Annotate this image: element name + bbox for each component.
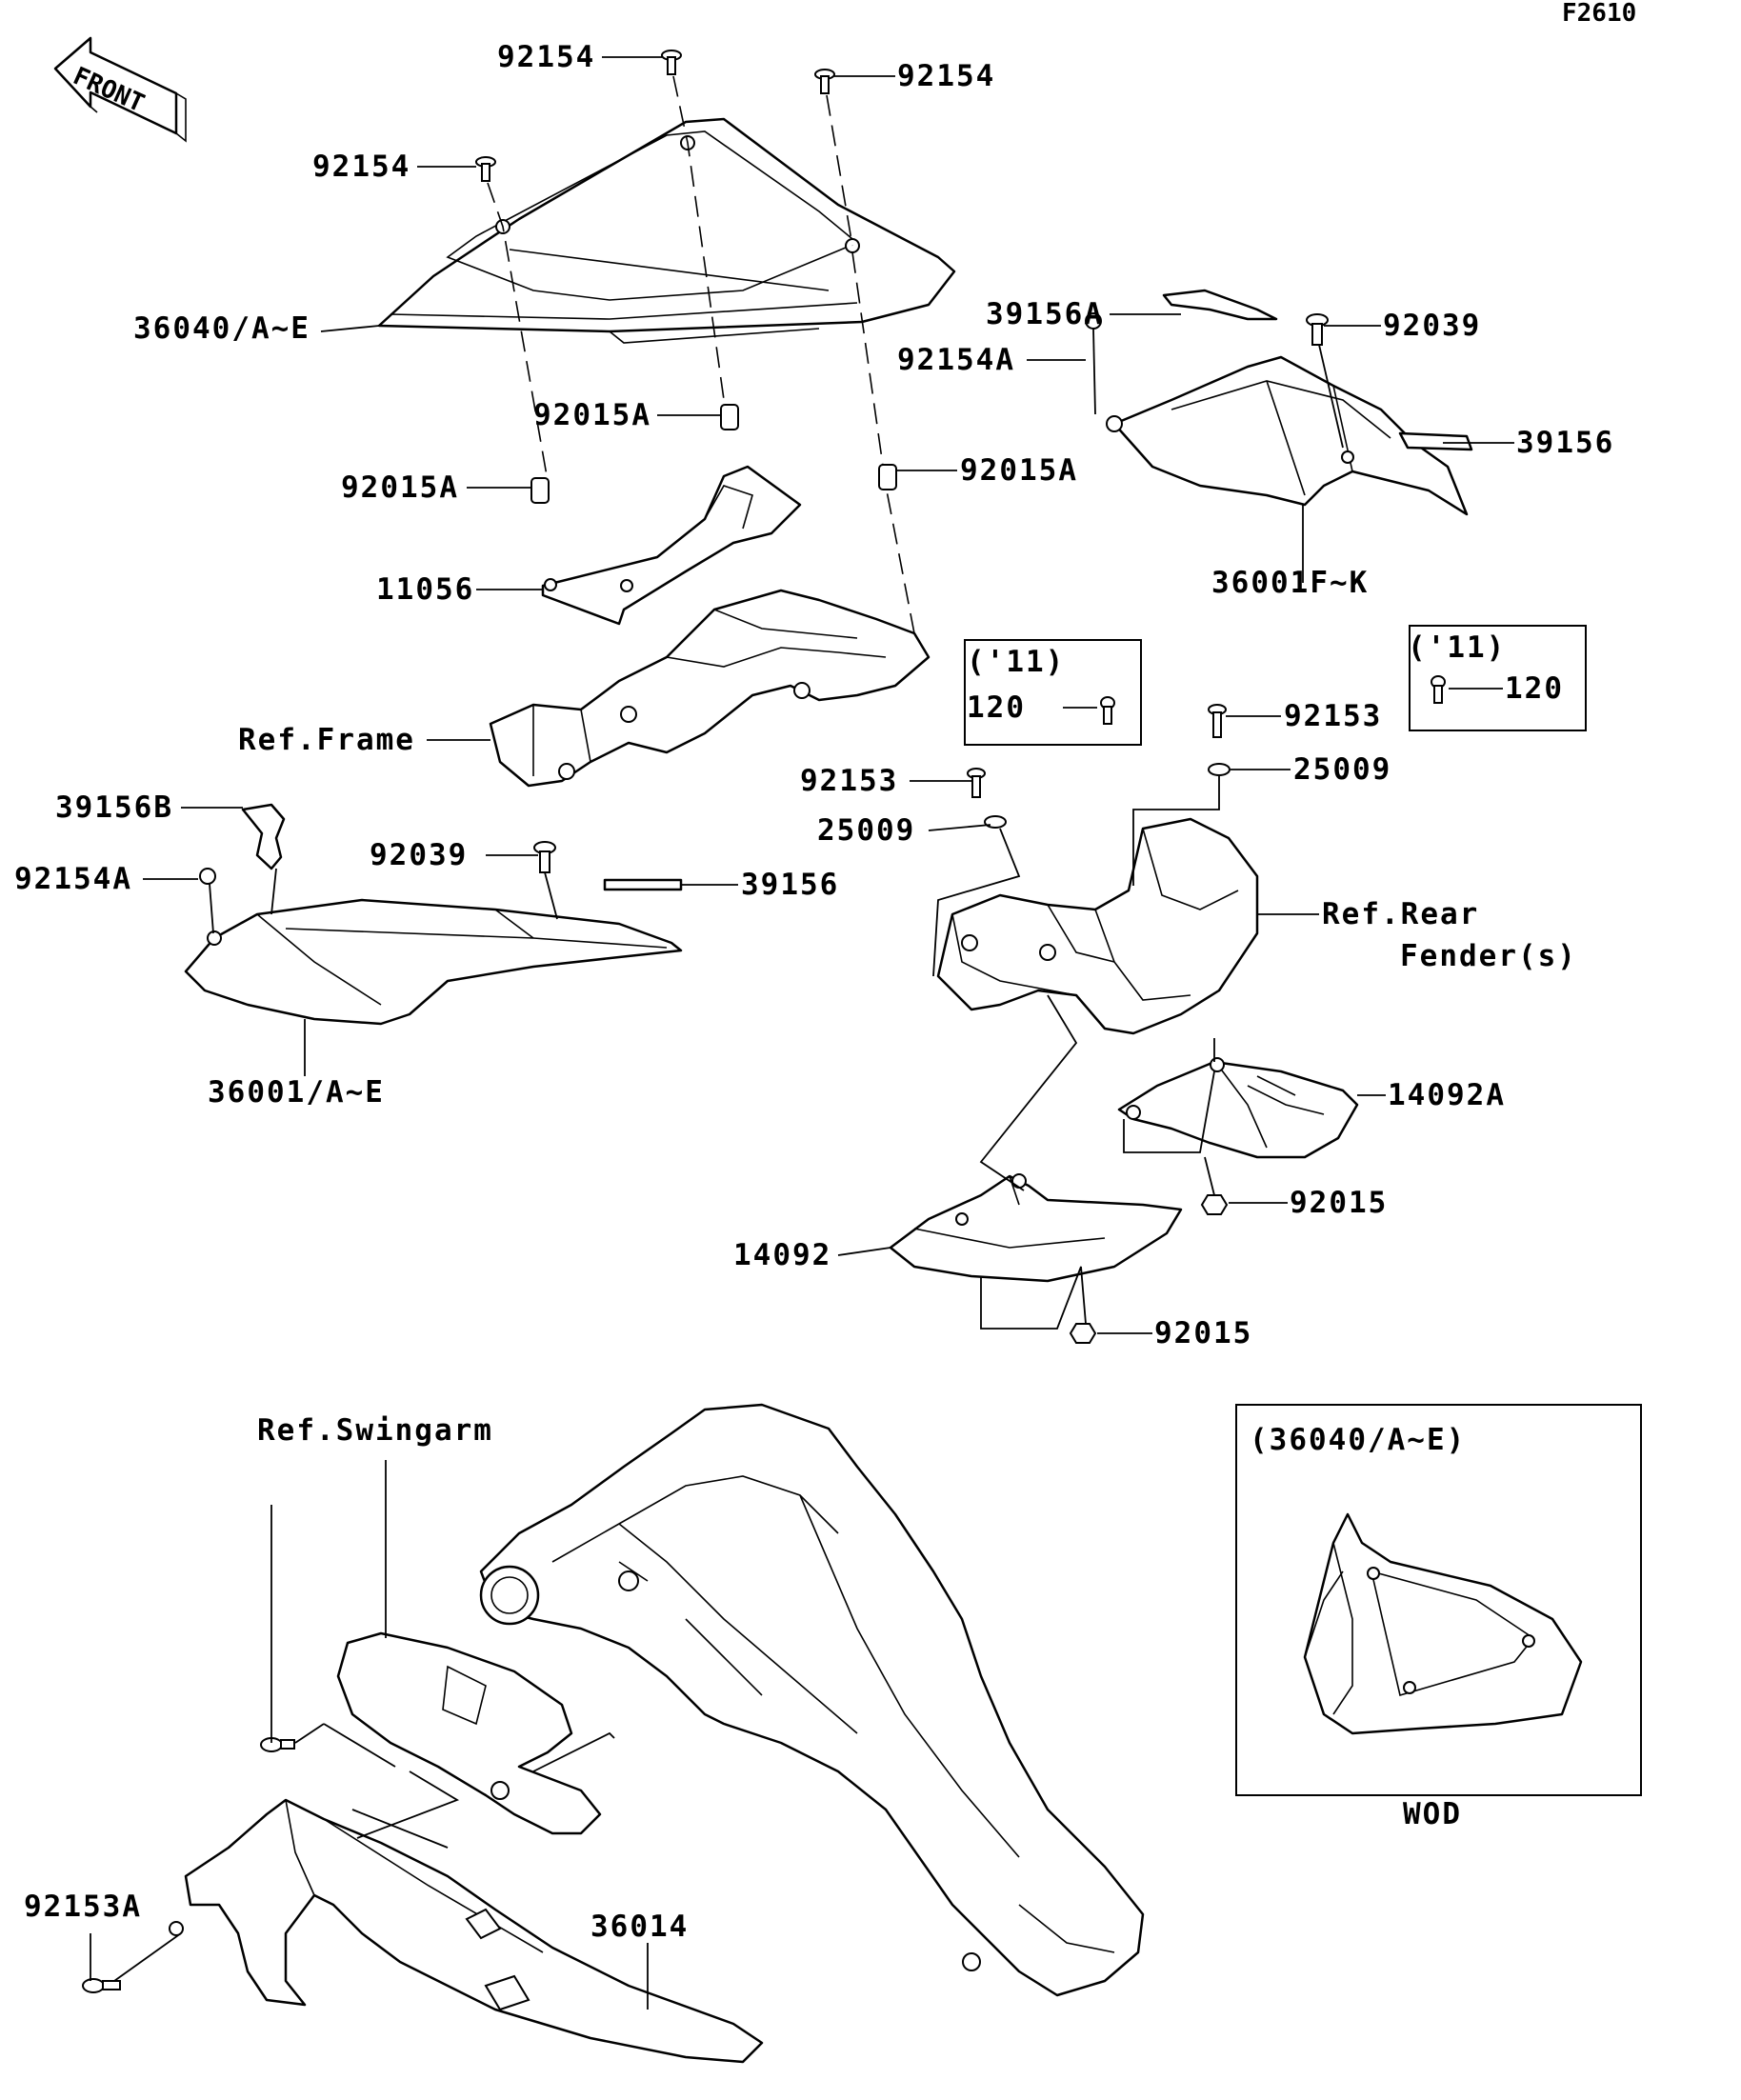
inset-box-wod — [1235, 1404, 1642, 1796]
label-36040: 36040/A~E — [133, 311, 310, 346]
decal-39156B — [241, 803, 286, 870]
washer-25009-a — [984, 815, 1007, 829]
label-92039-right: 92039 — [1383, 309, 1481, 343]
bolt-120-left — [1100, 696, 1115, 725]
label-92039-left: 92039 — [370, 838, 468, 872]
label-92153-right: 92153 — [1284, 699, 1382, 733]
bolt-92154-right — [814, 69, 835, 94]
seat-cowl-wod — [1303, 1512, 1583, 1735]
side-cover-right-36001F — [1106, 355, 1469, 516]
label-92153A: 92153A — [24, 1890, 142, 1924]
label-ref-frame: Ref.Frame — [238, 723, 415, 757]
screw-92153-a — [967, 768, 986, 798]
decal-39156-left — [603, 878, 683, 891]
label-box2-part: 120 — [1505, 671, 1564, 706]
label-14092: 14092 — [733, 1238, 831, 1272]
decal-39156-right — [1398, 431, 1473, 451]
collar-92015A-3 — [878, 464, 897, 490]
screw-92039-right — [1306, 313, 1329, 346]
label-92154A-left: 92154A — [14, 862, 132, 896]
washer-25009-b — [1208, 763, 1231, 776]
cover-14092A — [1117, 1057, 1359, 1159]
chain-guard-36014 — [169, 1798, 764, 2064]
bolt-swingarm-cover — [260, 1737, 295, 1752]
label-14092A: 14092A — [1388, 1078, 1506, 1112]
label-92015A-center: 92015A — [533, 398, 651, 432]
label-ref-rear-fender-1: Ref.Rear — [1322, 897, 1479, 931]
bolt-92154-top — [661, 50, 682, 75]
bolt-92153A — [82, 1978, 121, 1993]
label-ref-rear-fender-2: Fender(s) — [1400, 939, 1577, 973]
label-39156-right: 39156 — [1516, 426, 1614, 460]
screw-92153-b — [1208, 704, 1227, 738]
label-92154A-right: 92154A — [897, 343, 1015, 377]
label-25009-right: 25009 — [1293, 752, 1391, 787]
label-ref-swingarm: Ref.Swingarm — [257, 1413, 493, 1448]
inset-box-2011-right — [1409, 625, 1587, 731]
label-39156B: 39156B — [55, 790, 173, 825]
nut-92015-a — [1200, 1194, 1229, 1215]
seat-cowl-36040 — [377, 117, 956, 344]
front-arrow-icon: FRONT — [53, 36, 187, 143]
label-wod: WOD — [1403, 1797, 1462, 1831]
label-box2-year: ('11) — [1408, 630, 1506, 665]
collar-92015A-2 — [530, 477, 550, 504]
label-wod-title: (36040/A~E) — [1250, 1423, 1466, 1457]
label-39156A: 39156A — [986, 297, 1104, 331]
label-25009-left: 25009 — [817, 813, 915, 848]
label-92015-upper: 92015 — [1290, 1186, 1388, 1220]
label-92154-left: 92154 — [312, 150, 410, 184]
label-92154-top: 92154 — [497, 40, 595, 74]
label-box1-year: ('11) — [967, 645, 1065, 679]
label-39156-left: 39156 — [741, 868, 839, 902]
label-92153-left: 92153 — [800, 764, 898, 798]
label-36001-A-E: 36001/A~E — [208, 1075, 385, 1110]
cover-14092 — [889, 1173, 1183, 1283]
screw-92039-left — [533, 841, 556, 873]
label-92015A-left: 92015A — [341, 470, 459, 505]
label-92154-right: 92154 — [897, 59, 995, 93]
nut-92015-b — [1069, 1323, 1097, 1344]
bracket-11056 — [541, 465, 802, 626]
label-36001F-K: 36001F~K — [1211, 566, 1369, 600]
frame-reference — [489, 589, 931, 788]
label-box1-part: 120 — [967, 690, 1026, 725]
decal-39156A — [1162, 289, 1278, 321]
figure-code: F2610 — [1562, 0, 1636, 28]
label-92015-lower: 92015 — [1154, 1316, 1252, 1350]
label-92015A-right: 92015A — [960, 453, 1078, 488]
collar-92015A-1 — [720, 404, 739, 430]
inset-box-2011-left — [964, 639, 1142, 746]
label-36014: 36014 — [590, 1910, 689, 1944]
chain-guard-upper-plate — [336, 1631, 602, 1835]
rear-fender-reference — [936, 817, 1259, 1035]
label-11056: 11056 — [376, 572, 474, 607]
bolt-92154-left — [475, 156, 496, 182]
bolt-92154A-left — [199, 868, 216, 885]
side-cover-left-36001 — [184, 898, 683, 1026]
swingarm-reference — [479, 1403, 1145, 1997]
bolt-120-right — [1431, 675, 1446, 704]
